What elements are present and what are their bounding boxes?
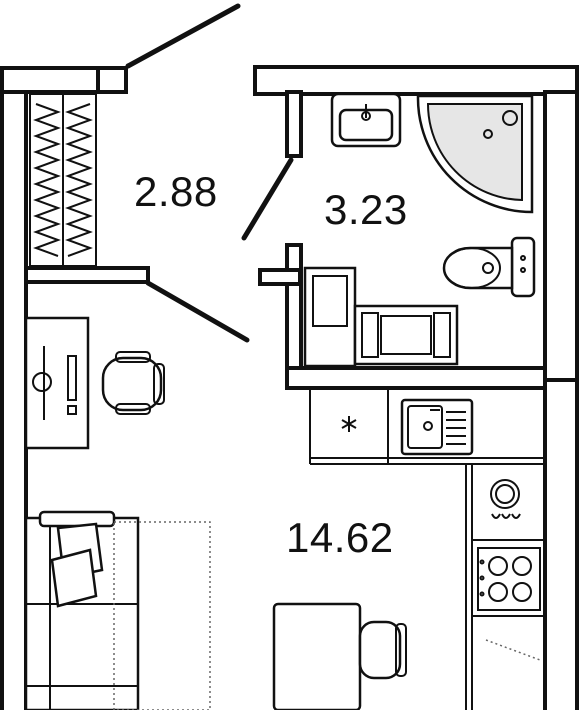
toilet [442, 236, 536, 298]
dining-table [272, 602, 407, 710]
hob-icon [477, 547, 541, 611]
desk-chair [101, 351, 165, 415]
kitchen-counter [309, 388, 545, 710]
hall-area: 2.88 [134, 168, 218, 215]
wardrobe [29, 93, 97, 267]
sofa [24, 510, 211, 710]
bathroom-door [241, 157, 294, 241]
desk [24, 316, 90, 450]
pan-icon [490, 479, 521, 519]
washbasin [330, 92, 402, 148]
entrance-door [125, 3, 241, 69]
kitchen-sink [400, 398, 474, 456]
washing-machine-and-bathtub [303, 266, 459, 368]
doors [125, 3, 294, 343]
shower-tray [416, 94, 534, 214]
asterisk-icon [341, 416, 357, 432]
living-area: 14.62 [286, 514, 394, 561]
bathroom-area: 3.23 [324, 186, 408, 233]
living-door [145, 280, 250, 343]
outer-walls [0, 65, 579, 710]
